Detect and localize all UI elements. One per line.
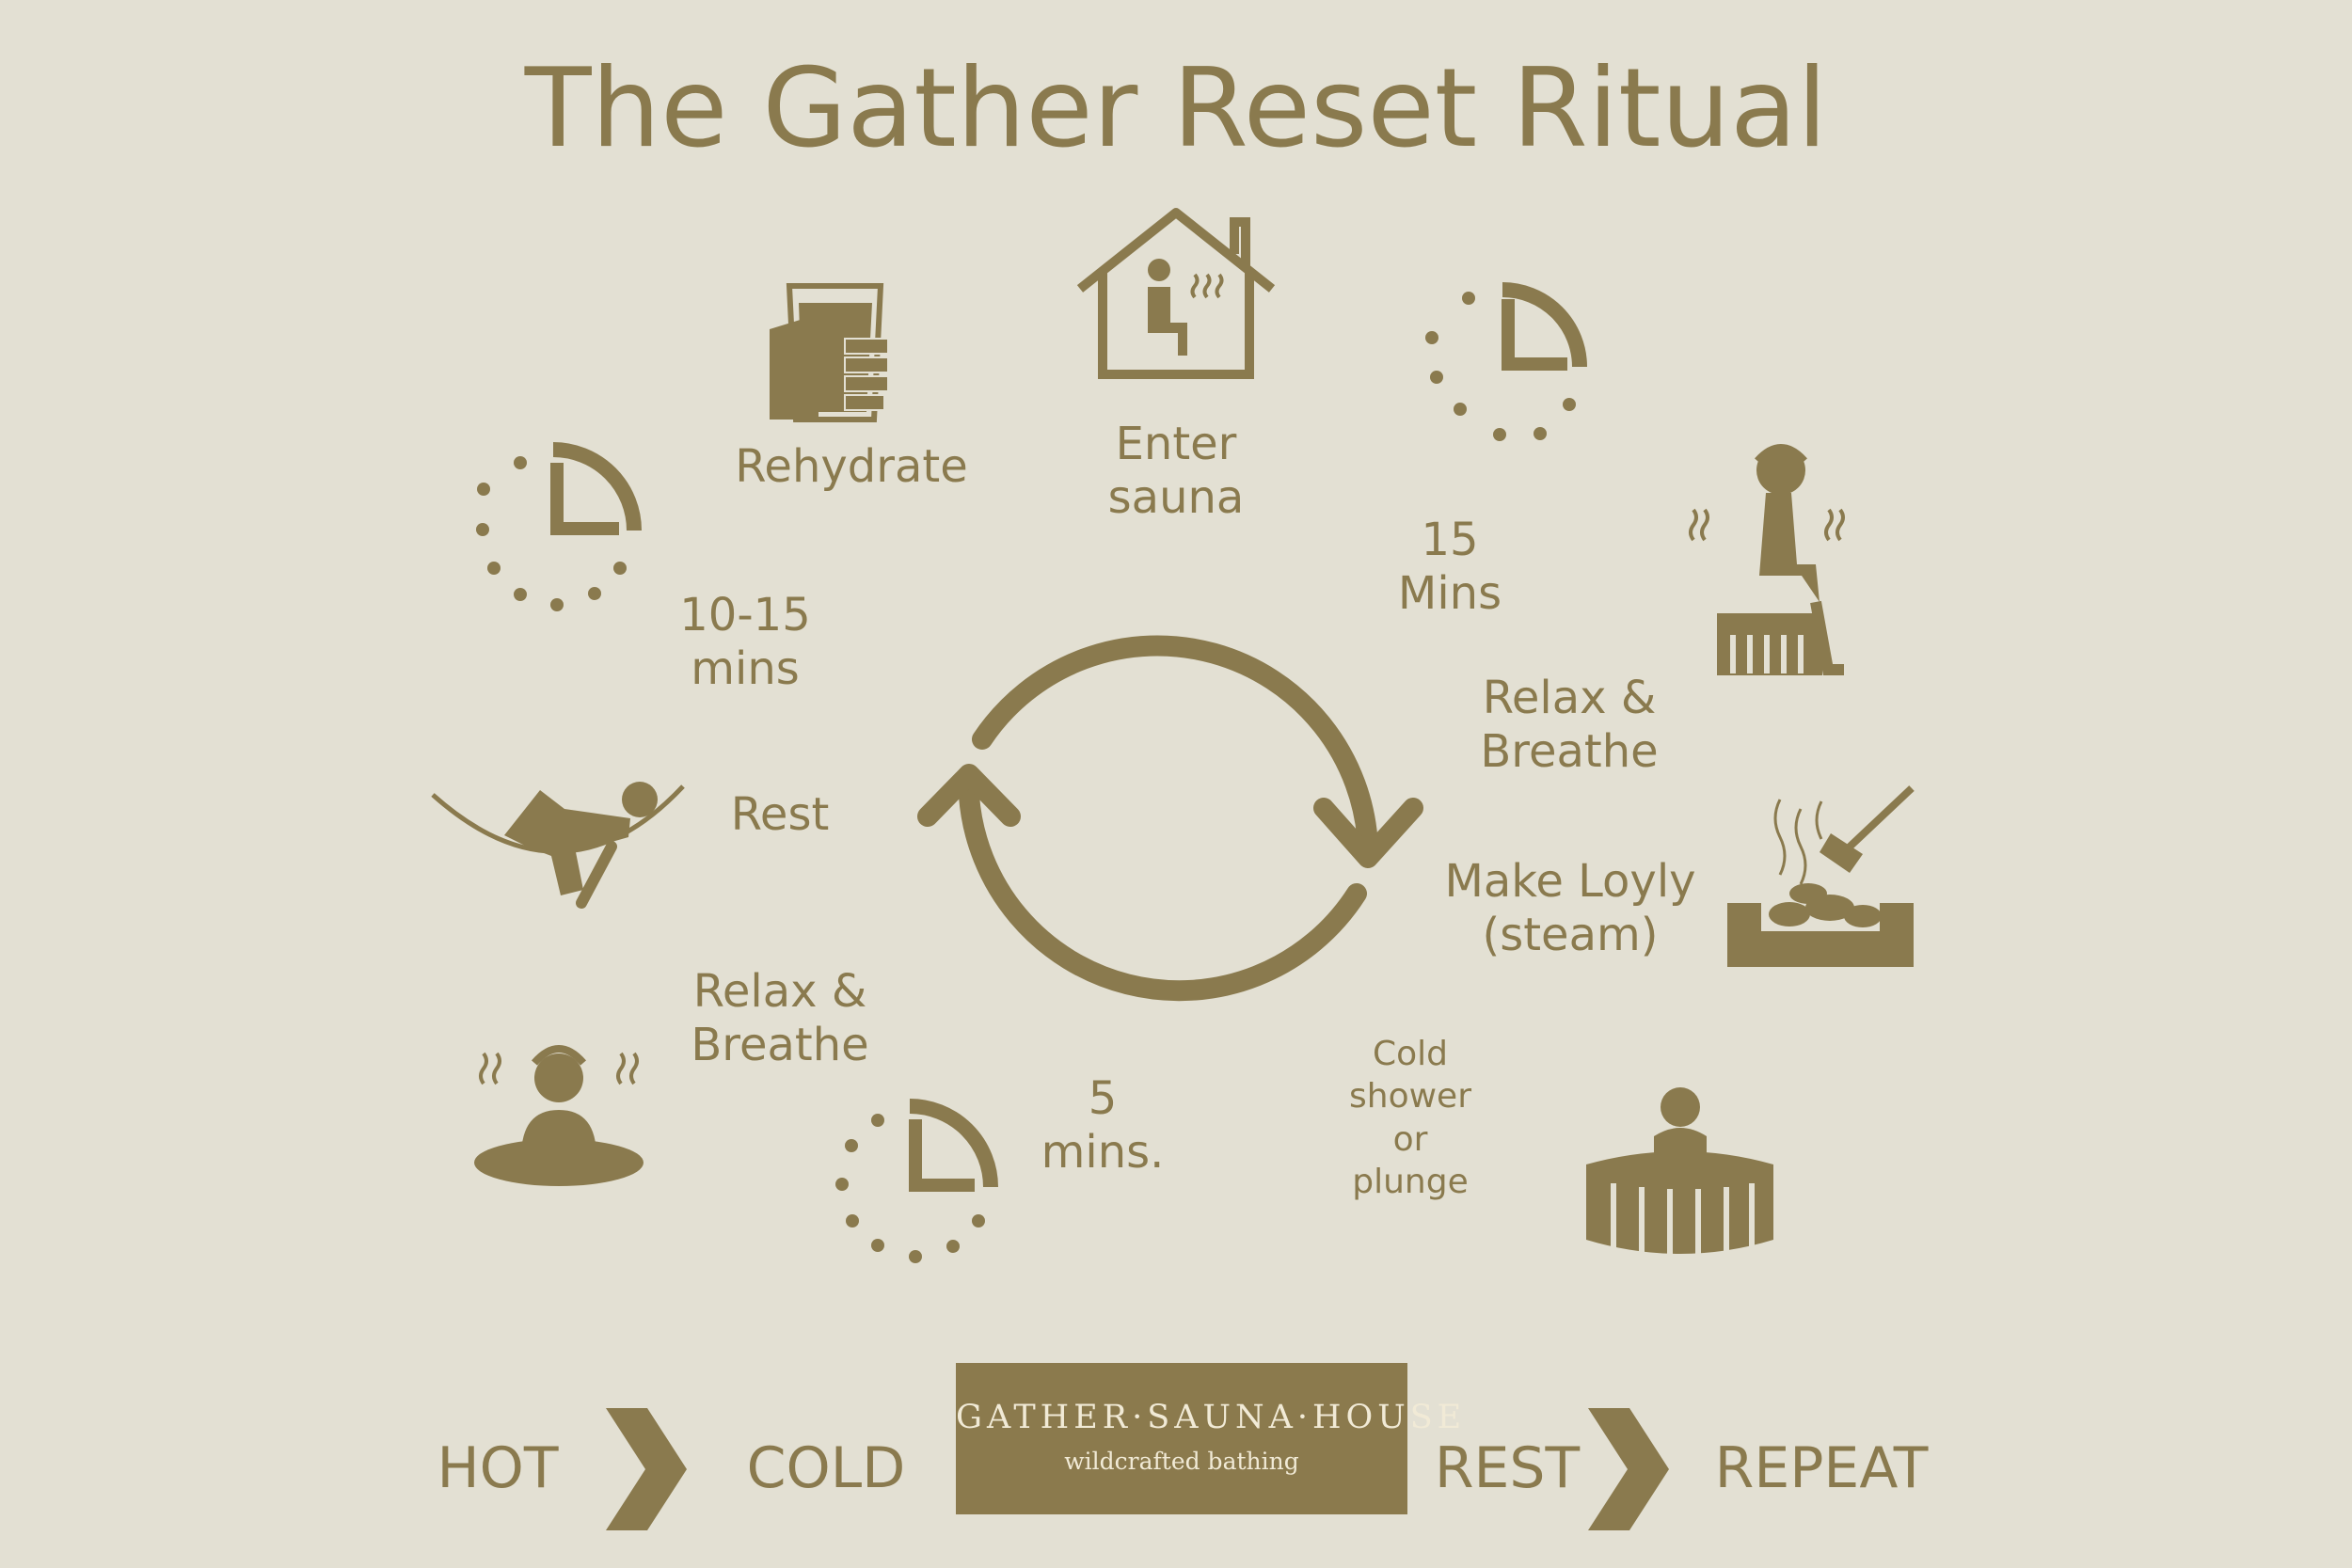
timer-icon-15-mins [1425,282,1587,441]
step-label-rest: Rest [730,788,830,841]
step-label-rehydrate: Rehydrate [735,440,968,493]
logo-wordmark: GATHER·SAUNA·HOUSE [956,1399,1467,1436]
footer-hot: HOT [437,1435,559,1501]
timer-icon-10-15-mins [476,442,642,611]
step-label-relax-breathe-right: Relax & Breathe [1480,672,1659,778]
sauna-house-icon [1076,208,1276,379]
bathing-person-icon [474,1045,644,1186]
step-label-enter-sauna: Enter sauna [1107,418,1245,524]
footer-rest: REST [1434,1435,1581,1501]
step-label-cold-plunge: Cold shower or plunge [1349,1035,1471,1202]
step-duration-10-15-mins: 10-15 mins [679,589,811,695]
loyly-ladle-stones-icon [1727,785,1915,967]
water-glass-icon [770,283,889,422]
chevron-right-icon [1588,1408,1669,1530]
step-label-make-loyly: Make Loyly (steam) [1444,855,1696,961]
chevron-right-icon [606,1408,687,1530]
step-duration-5-mins: 5 mins. [1041,1072,1165,1179]
step-duration-15-mins: 15 Mins [1397,514,1502,620]
footer-repeat: REPEAT [1714,1435,1929,1501]
seated-sauna-person-icon [1689,444,1845,675]
hammock-icon [431,782,685,909]
page-title: The Gather Reset Ritual [524,45,1828,172]
cold-plunge-tub-icon [1586,1087,1773,1262]
logo-tagline: wildcrafted bathing [1064,1448,1299,1475]
gather-sauna-house-logo: GATHER·SAUNA·HOUSE wildcrafted bathing [956,1363,1467,1514]
footer-cold: COLD [746,1435,906,1501]
cycle-arrows-icon [917,635,1423,1002]
step-label-relax-breathe-left: Relax & Breathe [691,965,869,1071]
timer-icon-5-mins [835,1099,998,1263]
